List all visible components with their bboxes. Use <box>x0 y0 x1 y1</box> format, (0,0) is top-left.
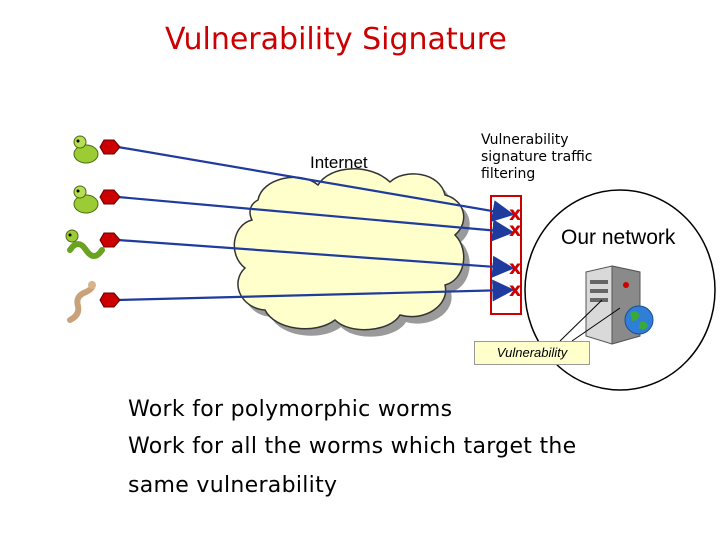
bullet-text: Work for polymorphic worms <box>128 397 453 422</box>
worm-traffic-arrow <box>117 145 515 222</box>
block-mark: x <box>509 203 522 225</box>
internet-cloud <box>233 168 470 337</box>
our-network-boundary <box>524 189 716 391</box>
packet-icon <box>99 139 121 155</box>
worm-traffic-arrow <box>117 195 515 242</box>
worm-icon <box>73 185 99 214</box>
bullet-text: same vulnerability <box>128 473 338 498</box>
bullet-text: Work for all the worms which target the <box>128 434 577 459</box>
packet-icon <box>99 292 121 308</box>
worm-traffic-arrow <box>117 238 515 278</box>
worm-traffic-arrow <box>117 279 515 302</box>
callout-pointer <box>559 299 603 342</box>
worm-icon <box>67 281 96 323</box>
vulnerability-callout: Vulnerability <box>474 341 590 365</box>
our-network-label: Our network <box>561 226 676 249</box>
block-mark: x <box>509 279 522 301</box>
callout-pointer <box>571 307 621 342</box>
packet-icon <box>99 232 121 248</box>
internet-label: Internet <box>310 153 368 172</box>
globe-icon <box>624 305 654 335</box>
block-mark: x <box>509 257 522 279</box>
signature-filter-box <box>490 195 522 315</box>
packet-icon <box>99 189 121 205</box>
filter-label: Vulnerability signature traffic filterin… <box>481 132 593 182</box>
worm-icon <box>65 229 105 259</box>
block-mark: x <box>509 219 522 241</box>
worm-icon <box>73 135 99 164</box>
slide-title: Vulnerability Signature <box>165 22 507 57</box>
